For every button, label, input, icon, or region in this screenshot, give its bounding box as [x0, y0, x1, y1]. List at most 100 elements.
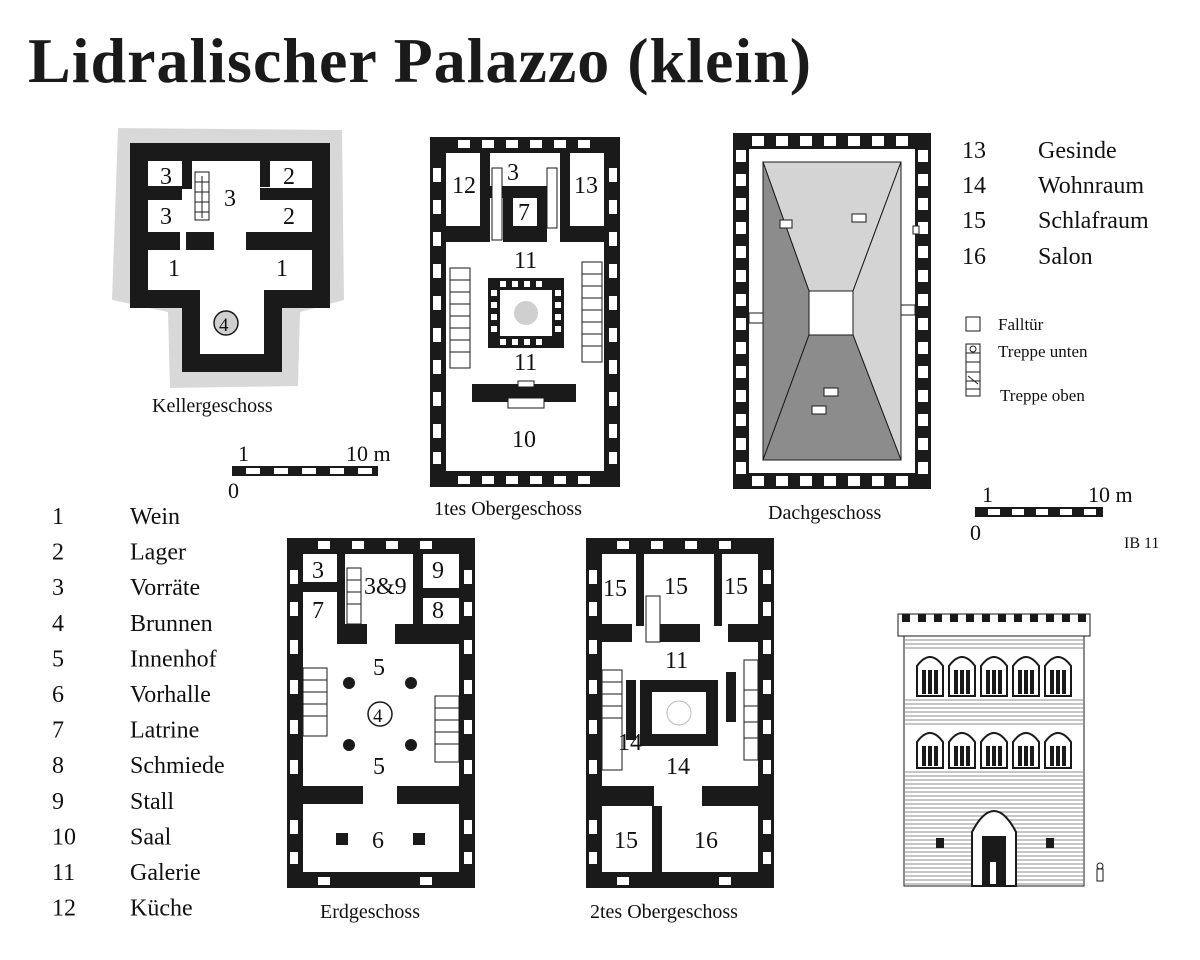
scale-bar: 1 10 m 0: [228, 441, 391, 503]
scale-bar: 1 10 m 0: [970, 482, 1133, 545]
legend-number: 12: [52, 896, 76, 922]
plan-label: Erdgeschoss: [320, 901, 420, 923]
room-number: 1: [168, 256, 180, 282]
scale-label: 1: [982, 482, 993, 507]
room-number: 3: [312, 558, 324, 584]
window-light: [1030, 746, 1034, 766]
well-icon: [213, 310, 239, 336]
legend-name: Brunnen: [130, 611, 213, 637]
legend-number: 5: [52, 646, 64, 672]
window-light: [992, 670, 996, 694]
legend-number: 8: [52, 753, 64, 779]
window-light: [1050, 746, 1054, 766]
stair-down-icon: [965, 343, 981, 373]
room-number: 2: [283, 204, 295, 230]
room-number: 7: [312, 598, 324, 624]
plan-kellergeschoss: 3 3 3 2 2 1 1 4 Kellergeschoss: [112, 128, 344, 417]
room-number: 1: [276, 256, 288, 282]
legend-name: Küche: [130, 896, 193, 922]
room-number: 3: [160, 204, 172, 230]
room-number: 15: [614, 828, 638, 854]
room-number: 5: [373, 754, 385, 780]
room-number: 6: [372, 828, 384, 854]
window-light: [1024, 670, 1028, 694]
window-light: [928, 746, 932, 766]
room-number: 13: [574, 173, 598, 199]
window-light: [954, 670, 958, 694]
plan-erdgeschoss: 3 3&9 9 7 8 5 4 5 6 Erdgeschoss: [287, 538, 475, 923]
scale-label: 10 m: [1088, 482, 1133, 507]
window-light: [928, 670, 932, 694]
legend-name: Galerie: [130, 860, 201, 886]
window-light: [1050, 670, 1054, 694]
legend-name: Gesinde: [1038, 138, 1117, 164]
stair-up-icon: [965, 371, 981, 397]
room-number: 11: [514, 350, 537, 376]
window-light: [1056, 670, 1060, 694]
plan-label: 1tes Obergeschoss: [434, 498, 582, 520]
legend-number: 11: [52, 860, 75, 886]
plan-label: Dachgeschoss: [768, 502, 882, 524]
room-number: 11: [514, 248, 537, 274]
room-number: 3: [507, 160, 519, 186]
legend-number: 9: [52, 789, 64, 815]
window-light: [960, 670, 964, 694]
legend-name: Stall: [130, 789, 174, 815]
legend-number: 3: [52, 575, 64, 601]
window-light: [1018, 746, 1022, 766]
legend-number: 6: [52, 682, 64, 708]
person-icon: [1096, 862, 1104, 882]
stair-down: [194, 171, 210, 221]
legend-number: 16: [962, 244, 986, 270]
symbol-legend: Falltür Treppe unten Treppe oben: [965, 315, 1088, 405]
interior-floor: [148, 161, 312, 354]
wall: [148, 186, 182, 200]
room-number: 4: [219, 315, 229, 336]
legend-name: Latrine: [130, 718, 199, 744]
window-light: [986, 746, 990, 766]
wall: [186, 232, 214, 250]
window-light: [922, 746, 926, 766]
well-icon: [367, 701, 393, 727]
symbol-label: Treppe oben: [1000, 386, 1085, 405]
legend-name: Saal: [130, 824, 172, 850]
room-number: 10: [512, 427, 536, 453]
wall: [246, 232, 312, 250]
stair: [449, 167, 603, 369]
window-light: [922, 670, 926, 694]
room-number: 3: [160, 164, 172, 190]
plan-label: Kellergeschoss: [152, 395, 273, 417]
window-light: [1062, 746, 1066, 766]
symbol-label: Falltür: [998, 315, 1044, 334]
room-number: 8: [432, 598, 444, 624]
wall: [182, 161, 192, 189]
legend-name: Schmiede: [130, 753, 225, 779]
room-number: 3&9: [364, 574, 407, 600]
window-light: [992, 746, 996, 766]
window-light: [1062, 670, 1066, 694]
room-number: 15: [724, 574, 748, 600]
legend-right: 13 Gesinde 14 Wohnraum 15 Schlafraum 16 …: [962, 138, 1149, 270]
legend-name: Schlafraum: [1038, 208, 1149, 234]
signature: IB 11: [1124, 535, 1159, 552]
legend-name: Salon: [1038, 244, 1093, 270]
legend-number: 13: [962, 138, 986, 164]
window-light: [1056, 746, 1060, 766]
legend-number: 15: [962, 208, 986, 234]
facade-elevation: [897, 613, 1104, 887]
legend-name: Lager: [130, 540, 186, 566]
legend-name: Vorräte: [130, 575, 200, 601]
symbol-label: Treppe unten: [998, 342, 1088, 361]
scale-label: 0: [970, 520, 981, 545]
room-number: 9: [432, 558, 444, 584]
window-light: [960, 746, 964, 766]
page-title: Lidralischer Palazzo (klein): [28, 25, 812, 96]
room-number: 2: [283, 164, 295, 190]
room-number: 14: [618, 730, 642, 756]
wall: [260, 188, 312, 200]
scale-label: 0: [228, 478, 239, 503]
room-number: 15: [603, 576, 627, 602]
room-number: 7: [518, 200, 530, 226]
trapdoor-icon: [965, 316, 981, 332]
